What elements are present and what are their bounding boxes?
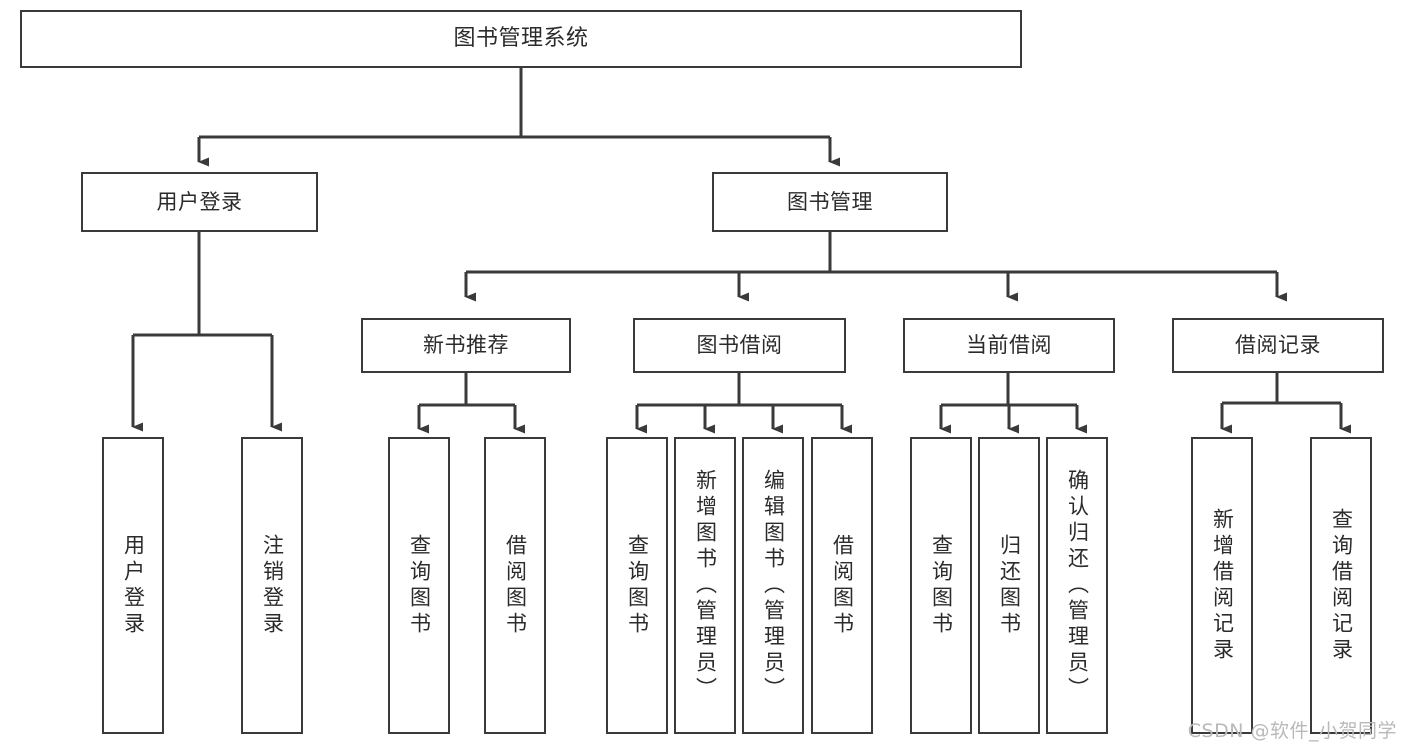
node-label: 新书推荐 [423,333,509,358]
node-label: 归还图书 [997,533,1022,638]
node-leaf-query-book-1[interactable]: 查询图书 [388,437,450,734]
watermark-text: CSDN @软件_小贺同学 [1187,720,1397,742]
node-label: 新增图书（管理员） [693,468,718,703]
node-leaf-return-book[interactable]: 归还图书 [978,437,1040,734]
node-leaf-user-login[interactable]: 用户登录 [102,437,164,734]
node-leaf-query-book-2[interactable]: 查询图书 [606,437,668,734]
node-leaf-logout-login[interactable]: 注销登录 [241,437,303,734]
node-book-manage[interactable]: 图书管理 [712,172,948,232]
node-label: 编辑图书（管理员） [761,468,786,703]
node-borrow-record[interactable]: 借阅记录 [1172,318,1384,373]
node-label: 查询图书 [625,533,650,638]
node-book-borrow[interactable]: 图书借阅 [633,318,846,373]
node-label: 图书管理 [787,189,873,214]
node-leaf-query-borrow-record[interactable]: 查询借阅记录 [1310,437,1372,734]
node-leaf-borrow-book-1[interactable]: 借阅图书 [484,437,546,734]
node-label: 新增借阅记录 [1210,507,1235,664]
node-leaf-borrow-book-2[interactable]: 借阅图书 [811,437,873,734]
node-label: 用户登录 [156,189,243,214]
node-label: 图书借阅 [696,333,783,358]
node-root-system[interactable]: 图书管理系统 [20,10,1022,68]
node-label: 查询图书 [407,533,432,638]
node-label: 当前借阅 [966,333,1052,358]
node-label: 查询图书 [929,533,954,638]
node-label: 注销登录 [260,533,285,638]
node-label: 确认归还（管理员） [1065,468,1090,703]
node-label: 借阅记录 [1235,333,1321,358]
node-leaf-add-book[interactable]: 新增图书（管理员） [674,437,736,734]
node-label: 借阅图书 [503,533,528,638]
node-label: 查询借阅记录 [1329,507,1354,664]
node-label: 图书管理系统 [453,26,589,52]
node-new-book-recommend[interactable]: 新书推荐 [361,318,571,373]
node-label: 借阅图书 [830,533,855,638]
node-label: 用户登录 [121,533,146,638]
node-leaf-add-borrow-record[interactable]: 新增借阅记录 [1191,437,1253,734]
node-leaf-confirm-return[interactable]: 确认归还（管理员） [1046,437,1108,734]
node-leaf-edit-book[interactable]: 编辑图书（管理员） [742,437,804,734]
node-user-login[interactable]: 用户登录 [81,172,318,232]
node-leaf-query-book-3[interactable]: 查询图书 [910,437,972,734]
node-current-borrow[interactable]: 当前借阅 [903,318,1115,373]
